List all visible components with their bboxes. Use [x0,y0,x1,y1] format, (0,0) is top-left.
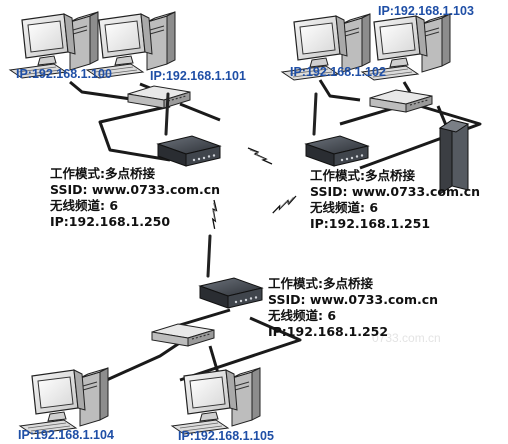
ap-left-ssid: SSID: www.0733.com.cn [50,182,220,197]
switch-right-icon [369,89,433,113]
ap-left-channel: 无线频道: 6 [49,198,118,213]
pc-103-ip-label: IP:192.168.1.103 [378,4,474,18]
wireless-link-top-icon [247,147,273,165]
ap-right-channel: 无线频道: 6 [309,200,378,215]
ap-bottom-icon [198,234,264,310]
pc-101-ip-label: IP:192.168.1.101 [150,69,246,83]
ap-bottom-channel: 无线频道: 6 [267,308,336,323]
ap-right-icon [304,92,370,168]
ap-left-config: 工作模式:多点桥接 SSID: www.0733.com.cn 无线频道: 6 … [49,166,220,229]
pc-102-ip-label: IP:192.168.1.102 [290,65,386,79]
wireless-link-left-icon [200,199,229,230]
cables [59,79,482,406]
ap-left-mode: 工作模式:多点桥接 [50,166,155,181]
watermark: 0733.com.cn [372,331,441,345]
ap-right-ssid: SSID: www.0733.com.cn [310,184,480,199]
pc-104-ip-label: IP:192.168.1.104 [18,428,114,442]
ap-bottom-config: 工作模式:多点桥接 SSID: www.0733.com.cn 无线频道: 6 … [267,276,438,339]
ap-right-mode: 工作模式:多点桥接 [310,168,415,183]
ap-right-config: 工作模式:多点桥接 SSID: www.0733.com.cn 无线频道: 6 … [309,168,480,231]
switch-bottom-icon [151,323,215,347]
ap-right-ip: IP:192.168.1.251 [310,216,430,231]
pc-104-icon [19,367,109,435]
pc-105-icon [171,367,261,435]
ap-bottom-ip: IP:192.168.1.252 [268,324,388,339]
ap-left-icon [156,92,222,168]
wireless-link-right-icon [272,189,297,220]
pc-100-ip-label: IP:192.168.1.100 [16,67,112,81]
ap-bottom-ssid: SSID: www.0733.com.cn [268,292,438,307]
ap-bottom-mode: 工作模式:多点桥接 [268,276,373,291]
pc-105-ip-label: IP:192.168.1.105 [178,429,274,443]
ap-left-ip: IP:192.168.1.250 [50,214,170,229]
tower-server-icon [438,119,470,195]
